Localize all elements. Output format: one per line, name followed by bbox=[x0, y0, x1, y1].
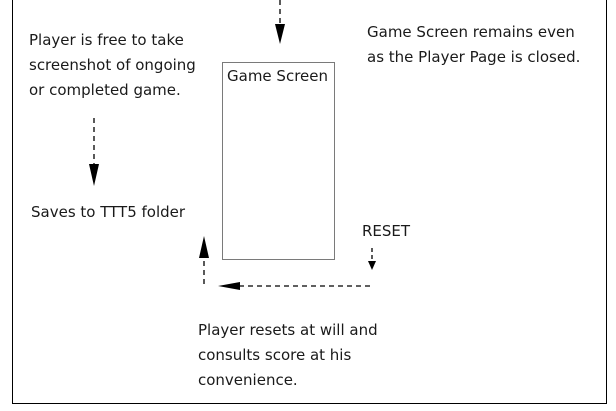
saves-label: Saves to TTT5 folder bbox=[31, 203, 186, 221]
reset-note-line-1: Player resets at will and bbox=[198, 321, 378, 339]
screenshot-note-line-1: Player is free to take bbox=[29, 31, 184, 49]
frame-right-edge bbox=[606, 0, 607, 404]
top-entry-arrowhead bbox=[275, 24, 285, 44]
screenshot-to-saves-arrowhead bbox=[89, 164, 99, 186]
reset-note-line-3: convenience. bbox=[198, 371, 298, 389]
reset-note-line-2: consults score at his bbox=[198, 346, 352, 364]
game-screen-label: Game Screen bbox=[227, 67, 328, 85]
screenshot-note-line-3: or completed game. bbox=[29, 81, 181, 99]
game-screen-box: Game Screen bbox=[222, 62, 335, 260]
reset-label: RESET bbox=[362, 222, 411, 240]
reset-down-arrowhead bbox=[368, 261, 376, 270]
screenshot-note-line-2: screenshot of ongoing bbox=[29, 56, 196, 74]
persist-note-line-2: as the Player Page is closed. bbox=[367, 48, 581, 66]
frame-left-edge bbox=[12, 0, 13, 404]
persist-note-line-1: Game Screen remains even bbox=[367, 23, 575, 41]
reset-up-arrowhead bbox=[199, 236, 209, 258]
frame-bottom-edge bbox=[12, 403, 607, 404]
reset-left-arrowhead bbox=[218, 282, 240, 290]
